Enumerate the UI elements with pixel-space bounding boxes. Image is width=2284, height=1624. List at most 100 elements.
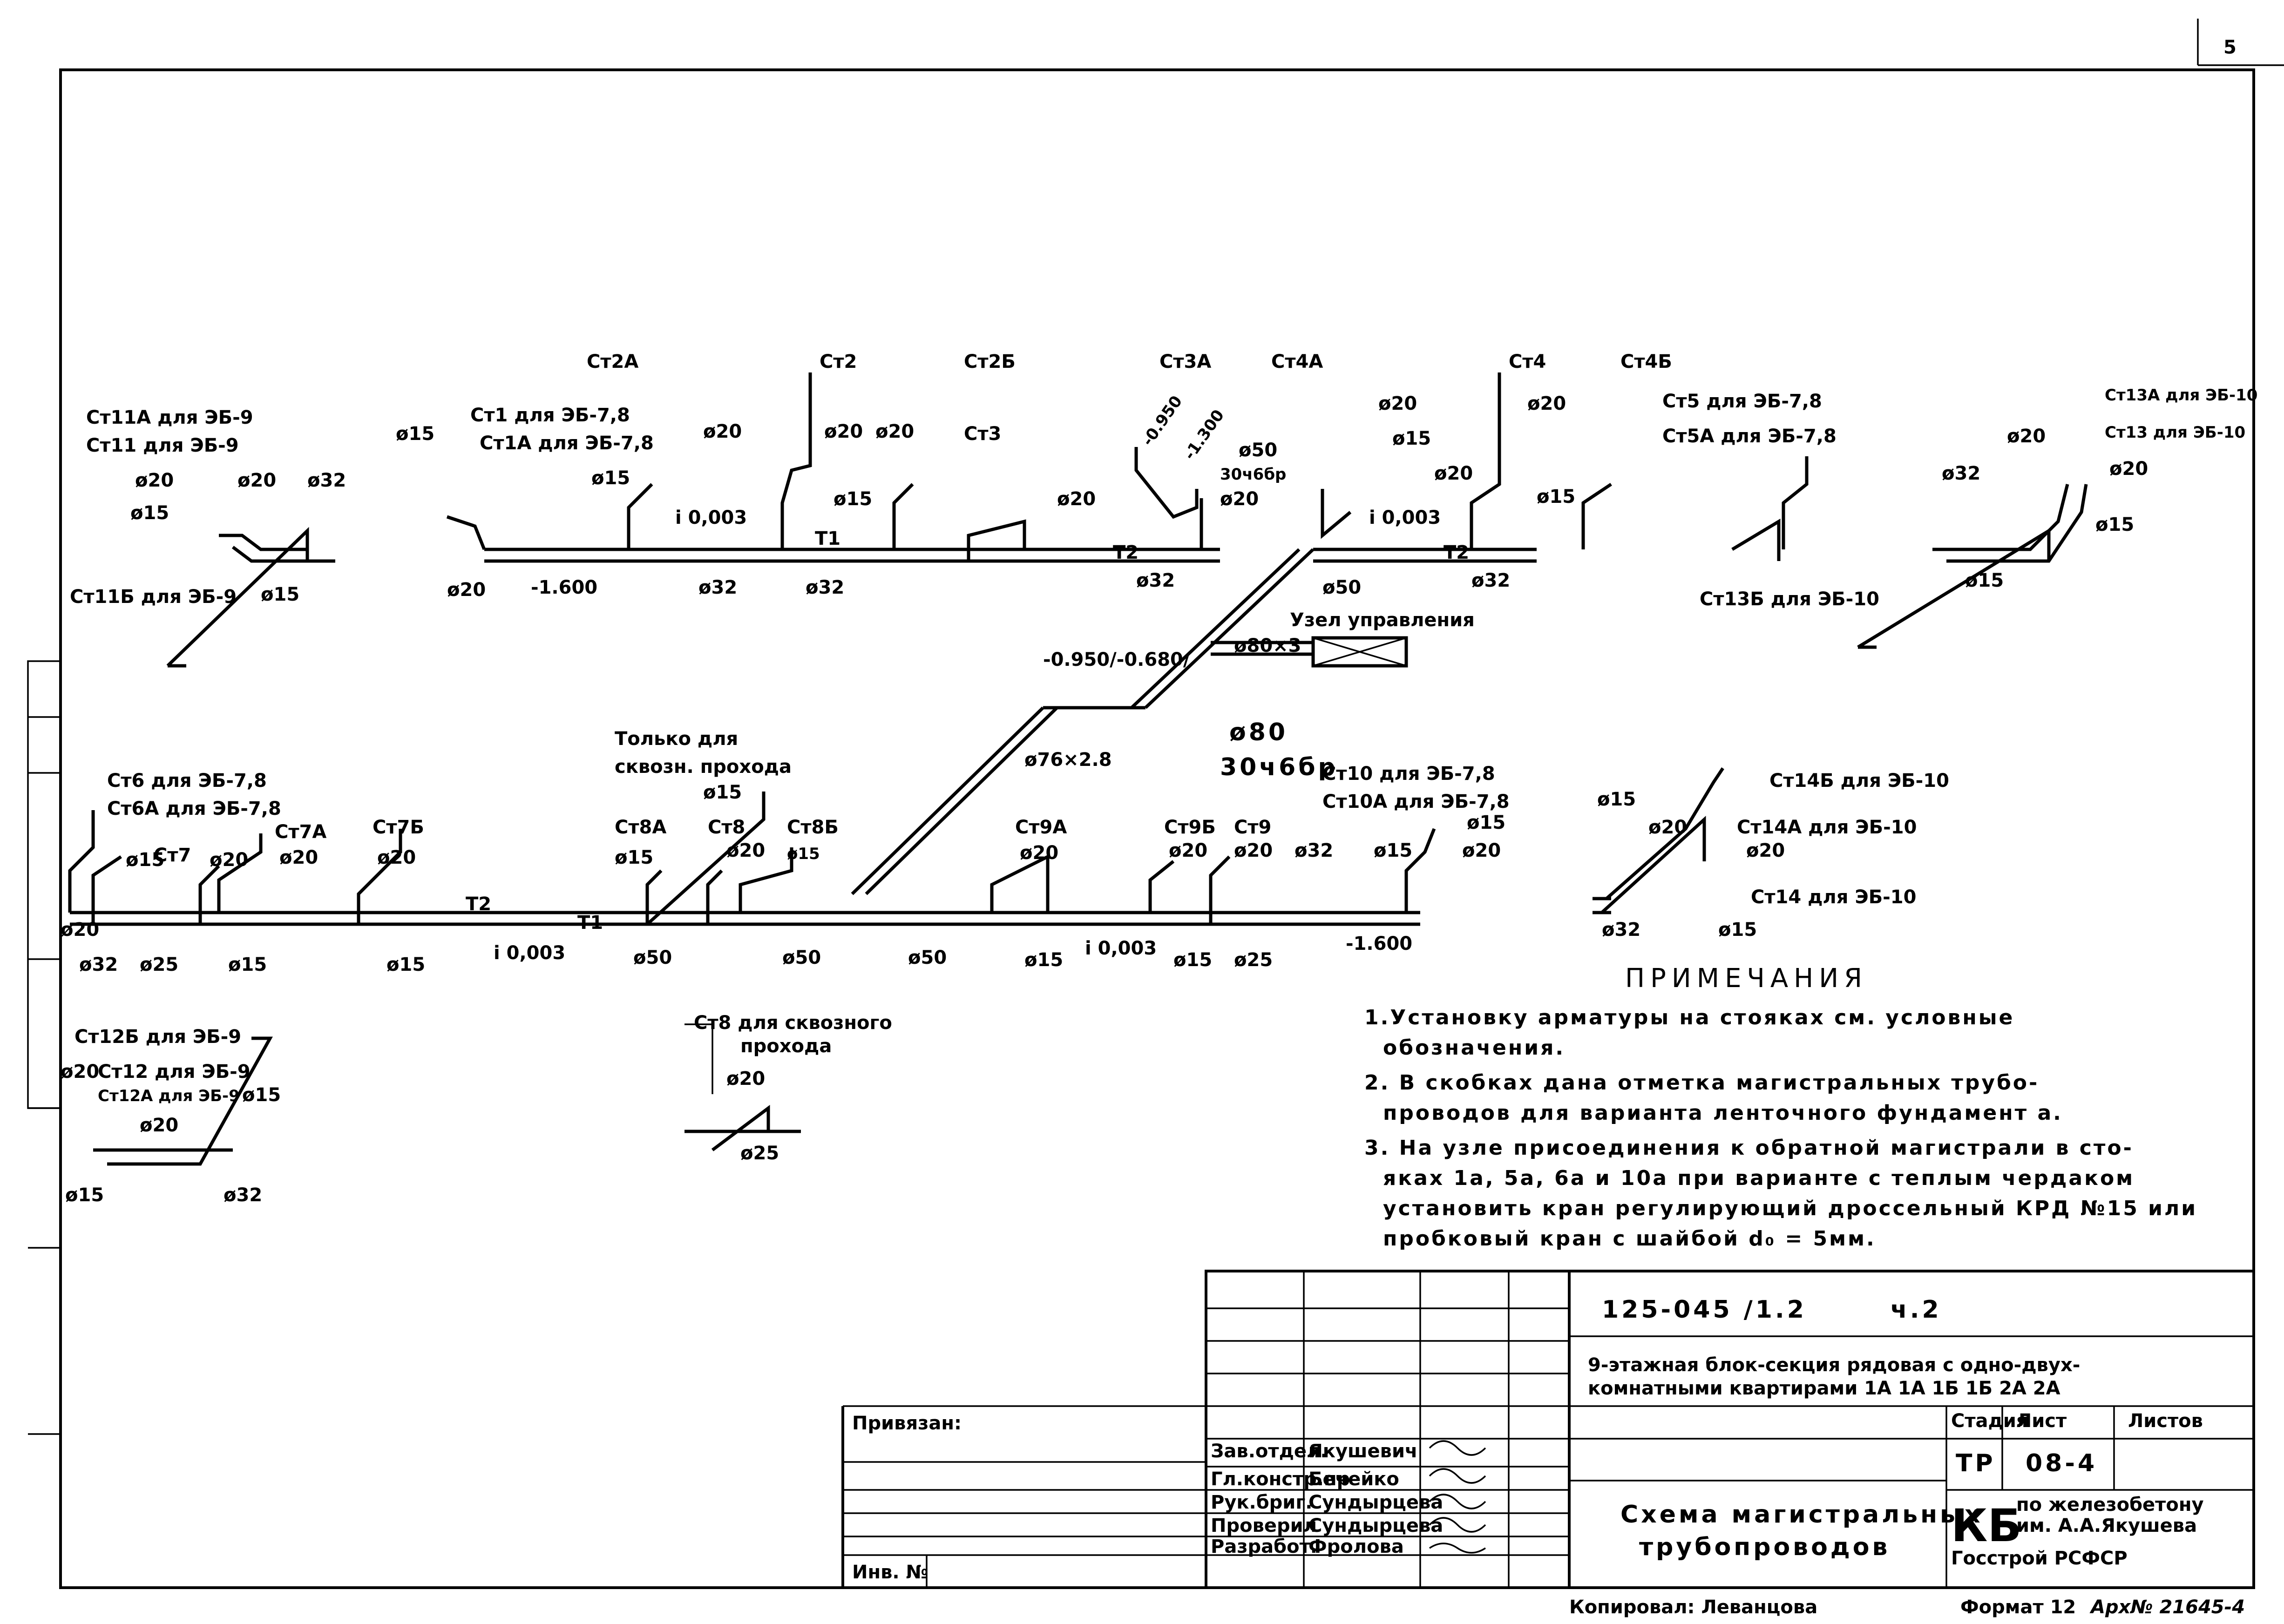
label-st10: Ст10 для ЭБ-7,8 — [1322, 763, 1495, 785]
dia-label: ø25 — [1234, 949, 1273, 971]
dia-label: ø25 — [140, 954, 178, 975]
dia-label: ø20 — [210, 849, 248, 871]
project-title-line2: комнатными квартирами 1А 1А 1Б 1Б 2А 2А — [1588, 1378, 2060, 1399]
note-line: 1.Установку арматуры на стояках см. усло… — [1364, 1006, 2014, 1029]
role-label: Зав.отдел. — [1211, 1441, 1328, 1462]
slope-mark: i 0,003 — [494, 942, 565, 964]
label-st8-through: Ст8 для сквозного — [694, 1012, 892, 1034]
label-st5a: Ст5А для ЭБ-7,8 — [1662, 426, 1837, 447]
dia-label: ø15 — [787, 845, 820, 863]
label-st13: Ст13 для ЭБ-10 — [2105, 423, 2245, 442]
pipe-t1-label: Т1 — [577, 912, 603, 934]
pipe-t1-label: Т1 — [815, 528, 840, 549]
label-st9a: Ст9А — [1015, 817, 1067, 838]
label-st2b: Ст2Б — [964, 351, 1016, 372]
label-st13b: Ст13Б для ЭБ-10 — [1700, 589, 1879, 610]
dia-label: ø20 — [1434, 463, 1473, 484]
note-line: 2. В скобках дана отметка магистральных … — [1364, 1071, 2039, 1095]
dia-label: ø15 — [126, 849, 164, 871]
dia-label: ø50 — [782, 947, 821, 968]
note-line: обозначения. — [1383, 1036, 1565, 1060]
dia-label: ø20 — [61, 1061, 99, 1083]
stage-value: ТР — [1956, 1449, 1996, 1477]
dia-label: ø15 — [615, 847, 653, 868]
dia-label: ø15 — [1537, 486, 1575, 508]
dia-label: ø20 — [1220, 488, 1259, 510]
dia-label: ø32 — [224, 1184, 262, 1206]
role-name: Фролова — [1308, 1536, 1404, 1557]
label-st6: Ст6 для ЭБ-7,8 — [107, 770, 267, 792]
diagonal-feed-lines — [851, 548, 1408, 895]
dia-label: ø15 — [2095, 514, 2134, 535]
label-st1a: Ст1А для ЭБ-7,8 — [480, 433, 654, 454]
dia-label: ø15 — [1597, 789, 1636, 810]
note-line: установить кран регулирующий дроссельный… — [1383, 1197, 2197, 1220]
role-name: Сундырцева — [1308, 1515, 1443, 1536]
title-block: 125-045 /1.2 ч.2 9-этажная блок-секция р… — [841, 1270, 2255, 1618]
dia-label: ø15 — [228, 954, 267, 975]
dia-label: ø20 — [377, 847, 416, 868]
control-unit-box — [1311, 636, 1408, 668]
dia-label: ø32 — [698, 577, 737, 598]
control-unit-label: Узел управления — [1290, 609, 1475, 631]
doc-part: ч.2 — [1891, 1296, 1942, 1324]
dia-label: ø50 — [1239, 440, 1277, 461]
dia-label: ø20 — [1169, 840, 1207, 861]
role-label: Проверил — [1211, 1515, 1317, 1536]
signature-mark — [1429, 1468, 1486, 1484]
label-st4b: Ст4Б — [1620, 351, 1672, 372]
archive-number: Арх№ 21645-4 — [2089, 1597, 2245, 1618]
dia-label: ø20 — [1462, 840, 1501, 861]
note-line: яках 1а, 5а, 6а и 10а при варианте с теп… — [1383, 1166, 2135, 1190]
signature-mark — [1429, 1517, 1486, 1533]
sheet-value: 08-4 — [2026, 1449, 2097, 1477]
dia-label: ø20 — [140, 1115, 178, 1136]
dia-label: ø20 — [61, 919, 99, 941]
dia-label: ø32 — [1471, 570, 1510, 591]
dia-label: ø20 — [875, 421, 914, 442]
drawing-title-line1: Схема магистральных — [1620, 1501, 1983, 1529]
label-st11a: Ст11А для ЭБ-9 — [86, 407, 253, 428]
pipe-t2-label: Т2 — [1444, 542, 1469, 563]
riser-labels: Ст11А для ЭБ-9 Ст11 для ЭБ-9 Ст11Б для Э… — [70, 351, 2257, 1105]
label-st8: Ст8 — [708, 817, 745, 838]
role-name: Якушевич — [1308, 1441, 1417, 1462]
label-st3: Ст3 — [964, 423, 1001, 445]
mark-elevation: -0.950 — [1139, 392, 1186, 450]
dia-label: ø25 — [740, 1143, 779, 1164]
dia-label: ø20 — [726, 1068, 765, 1089]
org-line3: Госстрой РСФСР — [1951, 1548, 2128, 1569]
attached-label: Привязан: — [852, 1413, 962, 1434]
label-st7b: Ст7Б — [373, 817, 424, 838]
dia-label: ø50 — [908, 947, 947, 968]
notes-title: ПРИМЕЧАНИЯ — [1625, 963, 1868, 994]
label-st9: Ст9 — [1234, 817, 1271, 838]
label-st2: Ст2 — [820, 351, 857, 372]
note-line: проводов для варианта ленточного фундаме… — [1383, 1101, 2063, 1125]
note-line: 3. На узле присоединения к обратной маги… — [1364, 1136, 2134, 1160]
dia-label: ø20 — [1527, 393, 1566, 414]
dia-label: ø50 — [633, 947, 672, 968]
dia-label: ø20 — [1378, 393, 1417, 414]
org-line2: им. А.А.Якушева — [2016, 1515, 2197, 1536]
signature-mark — [1429, 1494, 1486, 1509]
diameter-labels: ø20 ø15 ø20 ø32 ø15 ø15 ø20 ø15 ø20 ø20 … — [61, 393, 2148, 1206]
doc-code: 125-045 /1.2 — [1602, 1296, 1807, 1324]
dia-label: ø32 — [1942, 463, 1980, 484]
label-st9b: Ст9Б — [1164, 817, 1216, 838]
dia-label: ø20 — [1746, 840, 1785, 861]
dia-label: ø20 — [1020, 842, 1058, 864]
dia-label: ø20 — [726, 840, 765, 861]
copied-by: Копировал: Леванцова — [1569, 1597, 1817, 1618]
dia-label: ø15 — [1173, 949, 1212, 971]
dia-label: ø20 — [2007, 426, 2046, 447]
valve-label: 30ч6бр — [1220, 465, 1286, 484]
label-st12a: Ст12А для ЭБ-9 — [98, 1087, 240, 1105]
dia-label: ø15 — [1718, 919, 1757, 941]
dia-label-large: ø80 — [1229, 718, 1288, 746]
stage-header: Стадия — [1951, 1410, 2028, 1432]
dia-label: ø15 — [386, 954, 425, 975]
dia-label: ø20 — [2109, 458, 2148, 480]
label-st12: Ст12 для ЭБ-9 — [98, 1061, 251, 1083]
label-st11: Ст11 для ЭБ-9 — [86, 435, 239, 456]
